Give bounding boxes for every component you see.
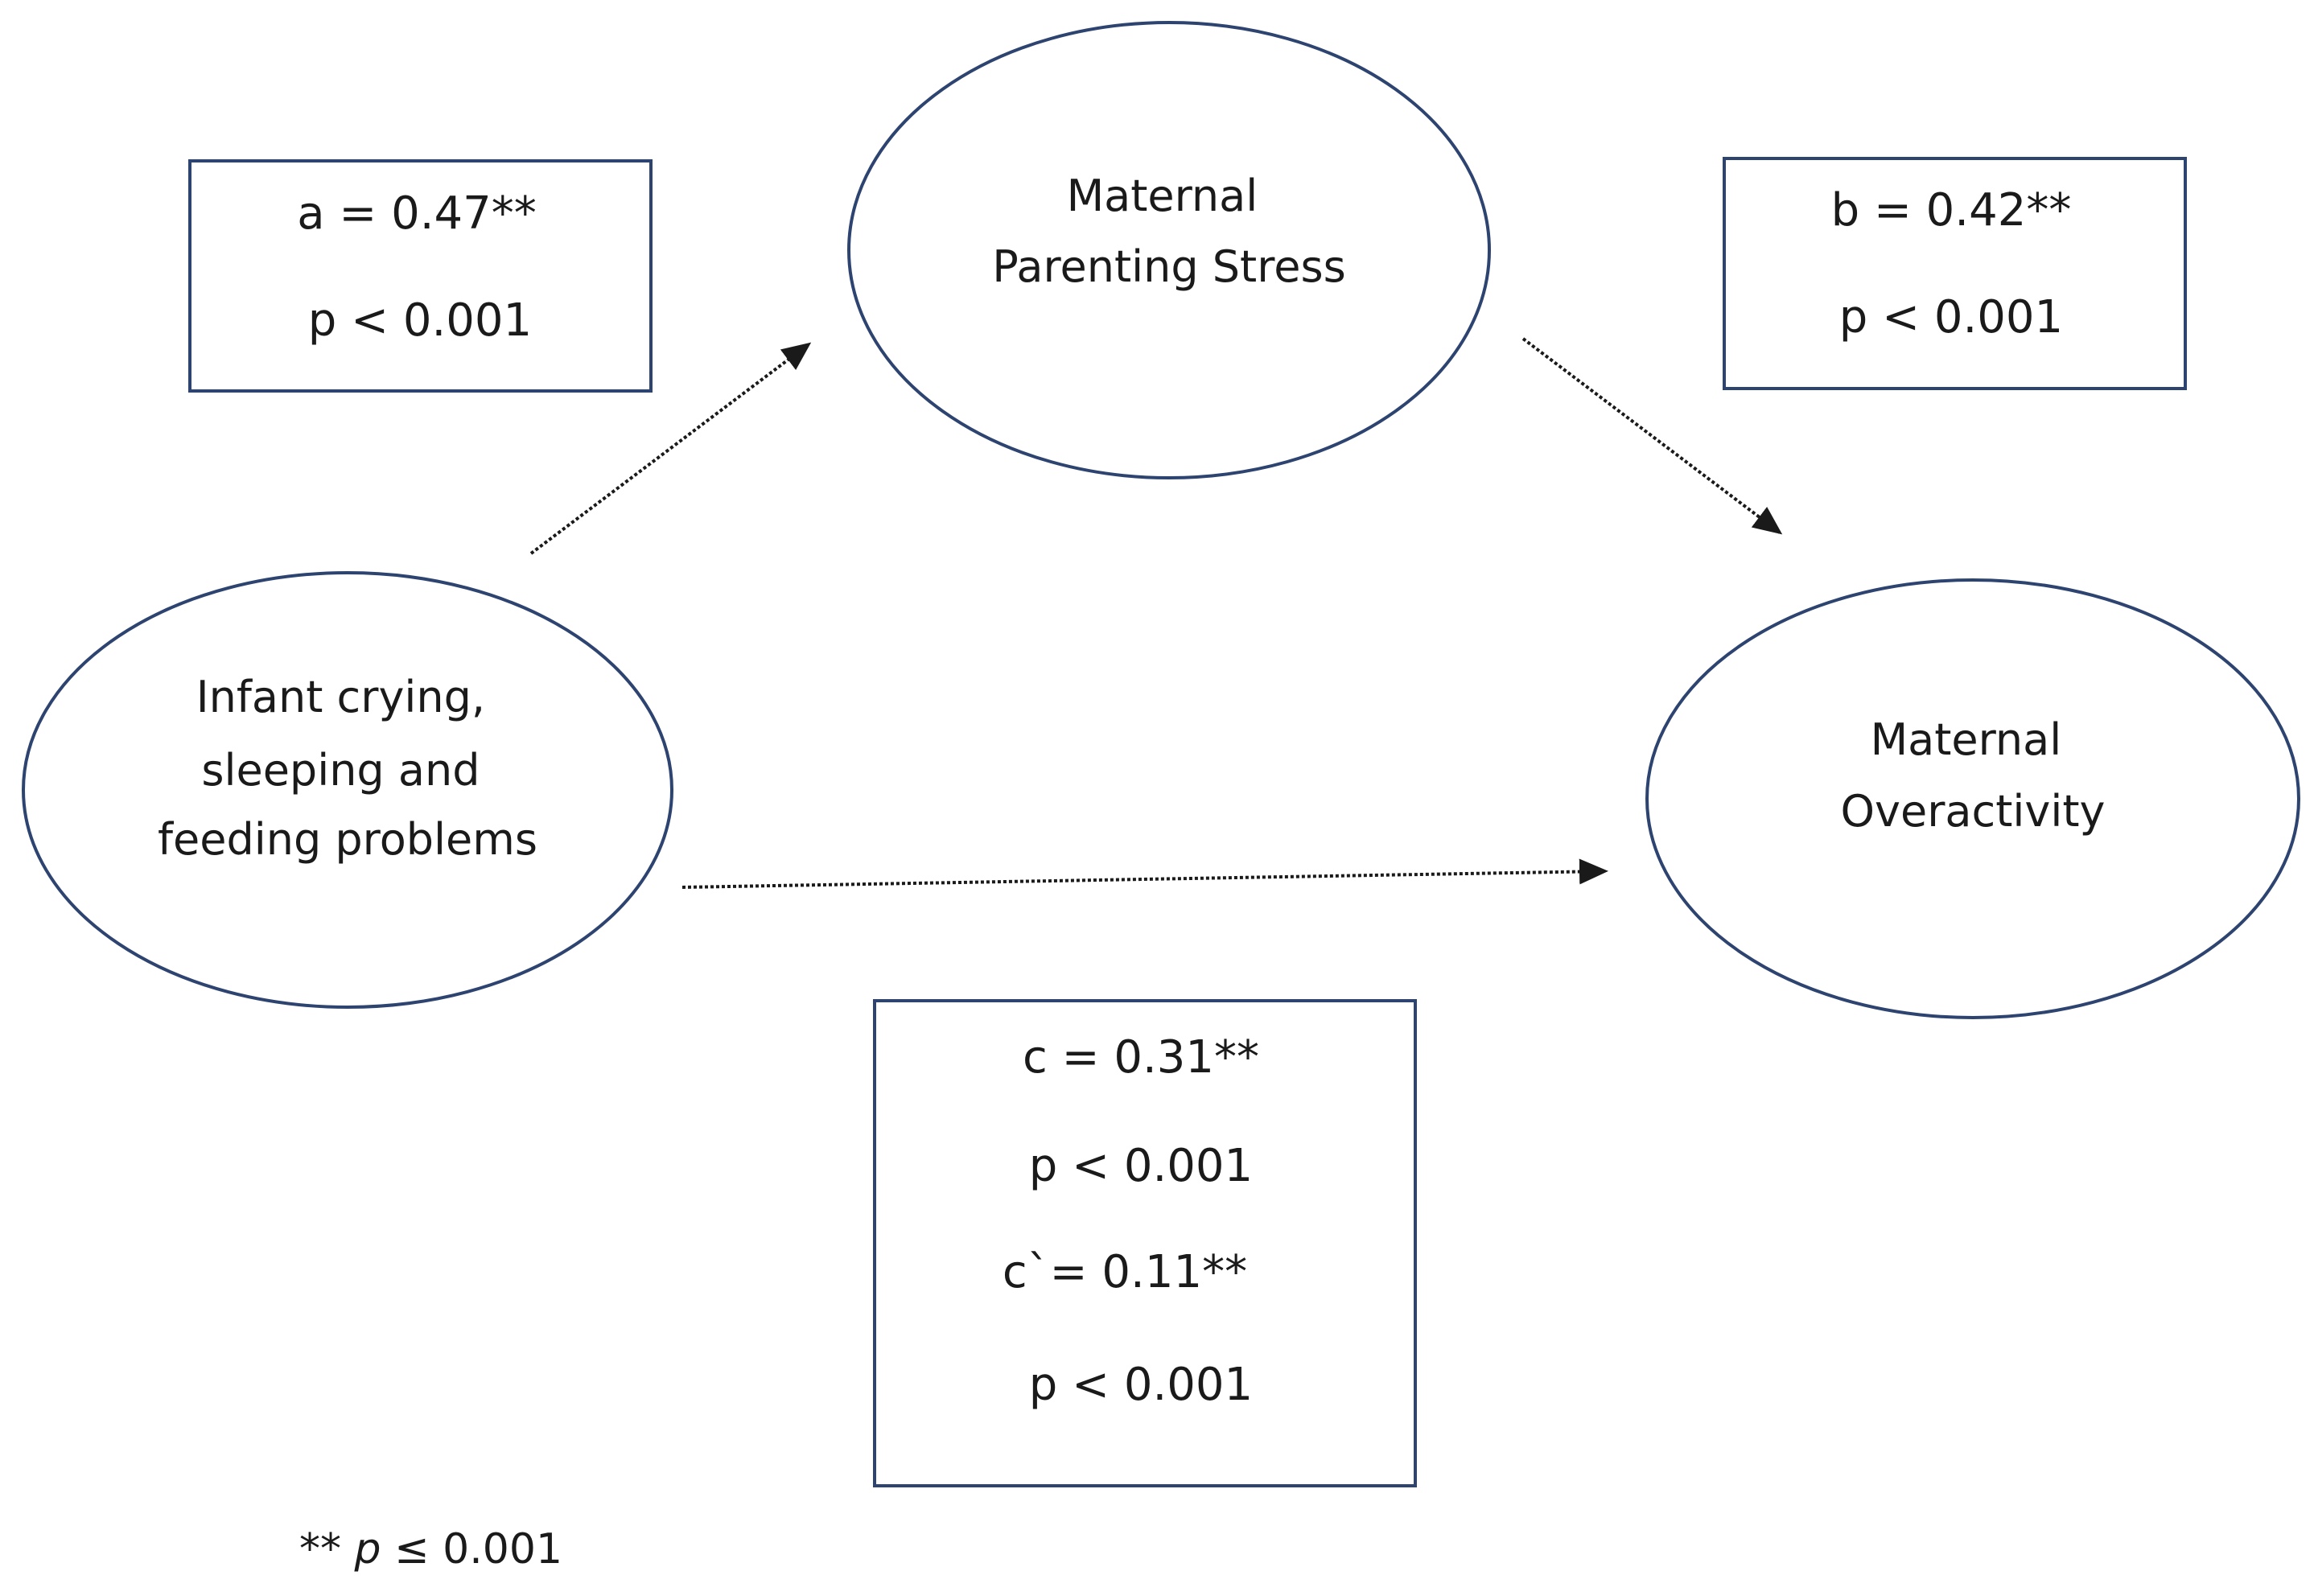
path-b-box	[1723, 157, 2187, 390]
overactivity-node-label: Maternal Overactivity	[1841, 714, 2106, 837]
stress-label-line-2: Parenting Stress	[992, 241, 1346, 292]
overactivity-label-line-2: Overactivity	[1841, 786, 2106, 837]
infant-label-line-1: Infant crying,	[196, 672, 485, 722]
footnote-threshold: ≤ 0.001	[381, 1525, 563, 1573]
path-a-p-value: p < 0.001	[308, 294, 532, 347]
path-c-prime-coefficient: c`= 0.11**	[1003, 1246, 1247, 1298]
footnote-p-symbol: p	[354, 1525, 381, 1573]
parenting-stress-node	[847, 21, 1491, 479]
infant-node-label: Infant crying, sleeping and feeding prob…	[158, 672, 537, 865]
stress-label-line-1: Maternal	[1067, 171, 1258, 221]
path-a-box	[188, 159, 653, 393]
path-c-p-value: p < 0.001	[1029, 1140, 1253, 1192]
path-a-coefficient: a = 0.47**	[297, 187, 537, 240]
maternal-overactivity-node	[1645, 578, 2300, 1019]
infant-problems-node	[22, 571, 673, 1009]
path-c-arrow	[681, 858, 1608, 889]
infant-label-line-2: sleeping and	[201, 745, 480, 796]
path-b-coefficient: b = 0.42**	[1831, 184, 2072, 237]
infant-label-line-3: feeding problems	[158, 814, 537, 865]
path-b-arrow	[1521, 337, 1783, 535]
significance-footnote: ** p ≤ 0.001	[299, 1525, 562, 1573]
path-c-prime-p-value: p < 0.001	[1029, 1359, 1253, 1411]
stress-node-label: Maternal Parenting Stress	[992, 171, 1346, 292]
path-c-box	[873, 999, 1417, 1487]
overactivity-label-line-1: Maternal	[1871, 714, 2062, 765]
path-b-p-value: p < 0.001	[1839, 291, 2063, 343]
path-a-arrow	[529, 342, 812, 555]
path-c-coefficient: c = 0.31**	[1023, 1031, 1259, 1084]
footnote-stars: **	[299, 1525, 355, 1573]
